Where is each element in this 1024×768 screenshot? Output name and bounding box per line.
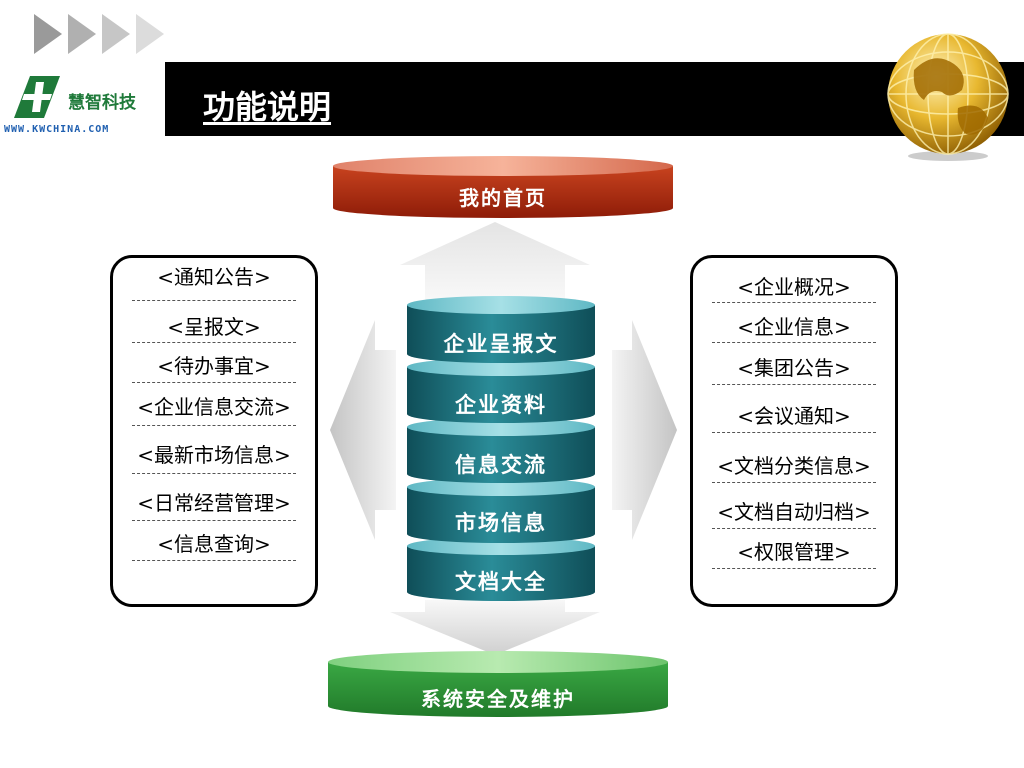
logo-url: WWW.KWCHINA.COM	[4, 124, 110, 135]
logo-name: 慧智科技	[68, 93, 136, 113]
right-item-7: <权限管理>	[737, 540, 851, 564]
stack-label-1: 企业呈报文	[443, 331, 559, 356]
chevron-decoration-icon	[34, 14, 164, 54]
arrow-down-icon	[390, 600, 600, 655]
right-item-5: <文档分类信息>	[717, 454, 871, 478]
stack-label-5: 文档大全	[455, 569, 547, 594]
divider	[132, 520, 296, 521]
left-item-2: <呈报文>	[167, 315, 261, 339]
logo	[0, 62, 165, 136]
divider	[712, 528, 876, 529]
right-module-box	[690, 255, 898, 607]
page-title: 功能说明	[203, 88, 332, 126]
left-item-5: <最新市场信息>	[137, 443, 291, 467]
divider	[712, 568, 876, 569]
divider	[712, 302, 876, 303]
right-item-4: <会议通知>	[737, 404, 851, 428]
left-module-box	[110, 255, 318, 607]
divider	[132, 473, 296, 474]
divider	[132, 560, 296, 561]
right-item-6: <文档自动归档>	[717, 500, 871, 524]
left-item-1: <通知公告>	[157, 265, 271, 289]
top-cylinder-label: 我的首页	[459, 186, 547, 210]
top-cylinder	[333, 156, 673, 218]
stack-label-4: 市场信息	[455, 510, 547, 535]
arrow-right-icon	[612, 320, 677, 540]
stack-label-3: 信息交流	[455, 452, 547, 477]
arrow-left-icon	[330, 320, 396, 540]
stack-label-2: 企业资料	[455, 392, 547, 417]
stack-cylinder-2	[407, 358, 595, 423]
divider	[712, 384, 876, 385]
stack-cylinder-4	[407, 478, 595, 543]
divider	[712, 482, 876, 483]
divider	[132, 342, 296, 343]
left-item-6: <日常经营管理>	[137, 491, 291, 515]
divider	[132, 382, 296, 383]
header-bar	[0, 62, 1024, 136]
logo-mark-icon	[14, 76, 60, 118]
right-item-2: <企业信息>	[737, 315, 851, 339]
divider	[132, 300, 296, 301]
divider	[132, 425, 296, 426]
bottom-cylinder-label: 系统安全及维护	[421, 687, 575, 711]
bottom-cylinder	[328, 651, 668, 717]
right-item-1: <企业概况>	[737, 275, 851, 299]
stack-cylinder-1	[407, 296, 595, 363]
left-item-7: <信息查询>	[157, 532, 271, 556]
left-item-3: <待办事宜>	[157, 354, 271, 378]
globe-icon	[887, 33, 1009, 161]
arrow-up-icon	[400, 222, 590, 300]
divider	[712, 342, 876, 343]
stack-cylinder-3	[407, 418, 595, 483]
right-item-3: <集团公告>	[737, 356, 851, 380]
left-item-4: <企业信息交流>	[137, 395, 291, 419]
divider	[712, 432, 876, 433]
